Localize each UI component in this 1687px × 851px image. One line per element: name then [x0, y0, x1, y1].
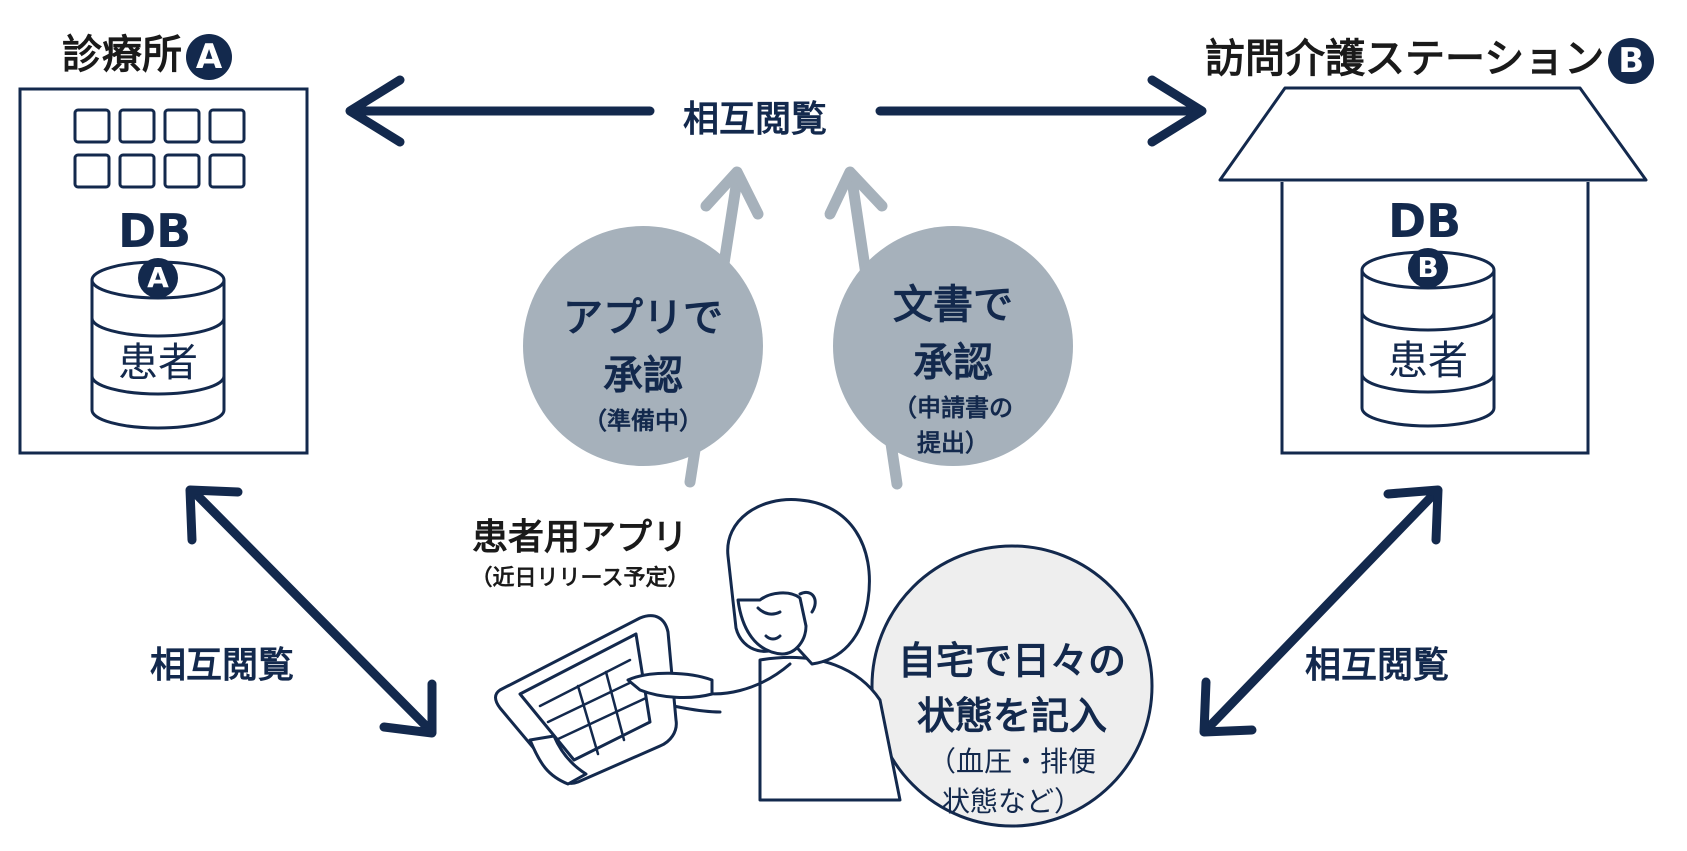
top-mutual-view-label: 相互閲覧: [683, 99, 828, 140]
app-approval-text: アプリで 承認 （準備中）: [543, 285, 743, 436]
clinic-badge: A: [186, 34, 232, 80]
top-arrow-left: [345, 75, 655, 147]
clinic-db-label: DB: [118, 204, 192, 258]
left-mutual-view-label: 相互閲覧: [150, 645, 295, 686]
doc-approval-line2: 承認: [913, 340, 993, 386]
person-illustration: [494, 498, 902, 802]
doc-approval-line1: 文書で: [893, 282, 1013, 328]
clinic-db-cylinder: [90, 260, 226, 430]
station-title-text: 訪問介護ステーション: [1205, 36, 1605, 82]
clinic-windows: [73, 108, 246, 189]
right-diagonal-arrow: [1199, 485, 1443, 737]
doc-approval-note1: （申請書の: [893, 394, 1013, 422]
home-entry-note1: （血圧・排便: [927, 745, 1096, 778]
right-mutual-view-label: 相互閲覧: [1305, 645, 1450, 686]
patient-app-label: 患者用アプリ （近日リリース予定）: [450, 508, 710, 592]
clinic-db-content: 患者: [118, 340, 198, 386]
home-entry-text: 自宅で日々の 状態を記入 （血圧・排便 状態など）: [882, 630, 1142, 820]
station-db-content: 患者: [1388, 338, 1468, 384]
patient-app-title: 患者用アプリ: [471, 517, 688, 558]
station-badge: B: [1608, 38, 1655, 84]
patient-app-note: （近日リリース予定）: [470, 566, 690, 591]
clinic-building: [18, 87, 309, 455]
app-approval-note: （準備中）: [583, 407, 703, 435]
doc-approval-bubble: [833, 226, 1073, 466]
top-arrow-right: [875, 75, 1207, 147]
home-entry-bubble: [870, 544, 1154, 828]
app-approval-line2: 承認: [603, 353, 683, 399]
station-db-badge: B: [1408, 248, 1448, 288]
clinic-db-badge: A: [138, 258, 178, 298]
clinic-title-text: 診療所: [62, 32, 182, 78]
doc-approval-text: 文書で 承認 （申請書の 提出）: [853, 272, 1053, 458]
station-building: [1218, 86, 1648, 455]
app-approval-bubble: [523, 226, 763, 466]
station-db-label: DB: [1388, 194, 1462, 248]
doc-approval-note2: 提出）: [917, 429, 989, 457]
home-entry-line2: 状態を記入: [916, 694, 1107, 738]
left-diagonal-arrow: [185, 485, 437, 738]
home-entry-note2: 状態など）: [941, 785, 1082, 818]
home-entry-line1: 自宅で日々の: [897, 639, 1126, 683]
app-approval-line1: アプリで: [563, 295, 723, 341]
